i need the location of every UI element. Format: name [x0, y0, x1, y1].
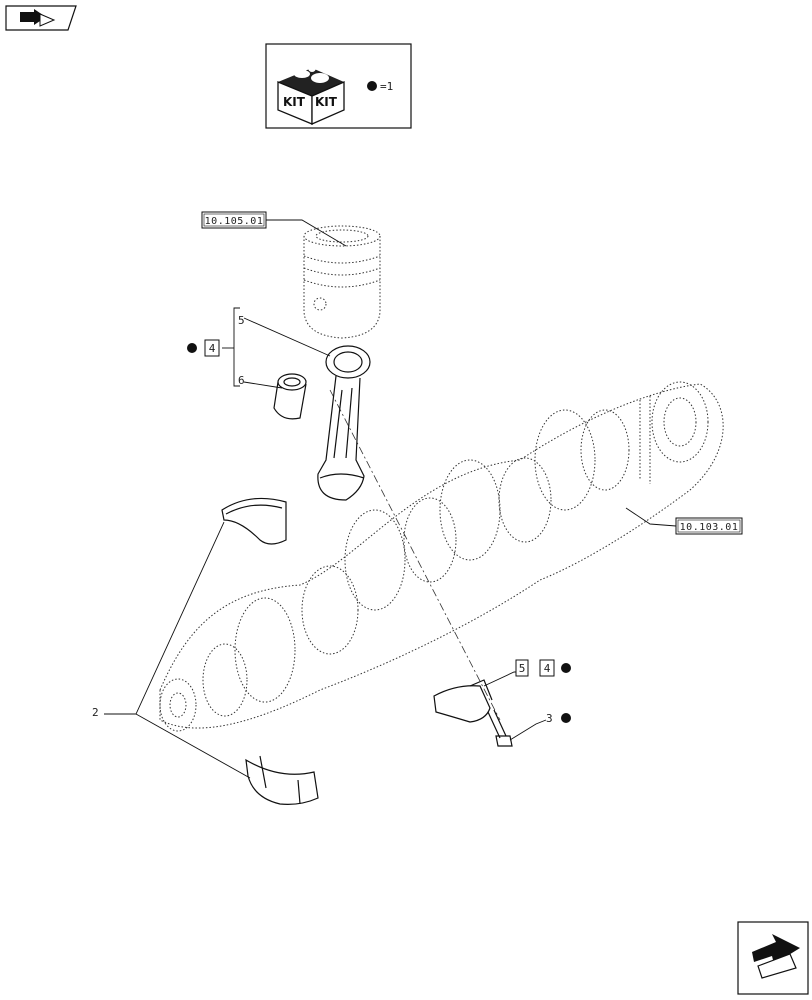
previous-page-arrow-icon[interactable]: [5, 5, 77, 31]
conrod-bracket: [222, 307, 331, 389]
kit-box-icon: KIT KIT: [277, 64, 345, 125]
kit-bullet-icon-rod: [187, 343, 197, 353]
callout-6-bushing: 6: [238, 374, 245, 387]
crankshaft-ref-label: 10.103.01: [680, 522, 739, 533]
main-bearing-leader-lower: [135, 713, 251, 779]
qty-label-rod: 4: [209, 342, 216, 355]
kit-legend: KIT KIT =1: [265, 43, 412, 129]
rod-cap-leader: [483, 671, 518, 687]
piston-ref-label: 10.105.01: [205, 216, 264, 227]
kit-equals-label: =1: [380, 80, 393, 93]
callout-3-screw: 3: [546, 712, 553, 725]
assembly-axis: [329, 389, 501, 721]
qty-box-rod: 4: [204, 339, 220, 357]
callout-5-cap: 5: [519, 662, 526, 675]
qty-box-cap: 5 4: [515, 659, 555, 677]
next-page-arrow-icon[interactable]: [737, 921, 809, 995]
callout-5-rod: 5: [238, 314, 245, 327]
piston-ref-box[interactable]: 10.105.01: [201, 211, 267, 229]
main-bearing-leader-upper: [104, 521, 225, 715]
main-bearing-lower[interactable]: [245, 755, 319, 805]
kit-bullet-icon-cap: [561, 663, 571, 673]
cap-screw-leader: [509, 719, 547, 741]
kit-bullet-icon-screw: [561, 713, 571, 723]
kit-text-right: KIT: [315, 95, 338, 109]
callout-2-bearing: 2: [92, 706, 99, 719]
crankshaft-ref-leader: [625, 507, 677, 527]
kit-bullet-icon: [367, 81, 377, 91]
piston-ref-leader: [266, 219, 347, 247]
piston: [303, 225, 381, 339]
connecting-rod[interactable]: [317, 345, 371, 501]
kit-text-left: KIT: [283, 95, 306, 109]
cap-screw[interactable]: [487, 709, 513, 747]
small-end-bushing[interactable]: [273, 373, 307, 420]
qty-label-cap: 4: [544, 662, 551, 675]
connecting-rod-cap[interactable]: [433, 679, 493, 723]
main-bearing-upper[interactable]: [221, 497, 287, 545]
crankshaft-ref-box[interactable]: 10.103.01: [675, 517, 743, 535]
crankshaft: [159, 381, 724, 732]
